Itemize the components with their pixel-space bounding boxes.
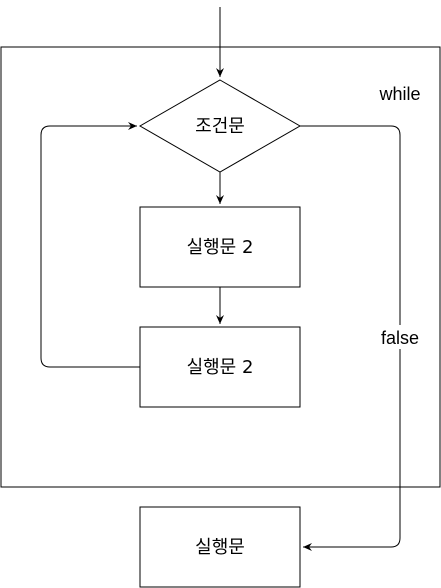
statement-2-label: 실행문 2 (187, 357, 254, 378)
statement-1-box (139, 206, 301, 288)
loop-back-arrow (40, 122, 140, 368)
while-label: while (378, 84, 420, 104)
false-label: false (381, 328, 419, 348)
false-label-background (378, 325, 424, 349)
after-loop-statement-label: 실행문 (195, 537, 245, 558)
statement-1-label: 실행문 2 (187, 237, 254, 258)
after-loop-statement-box (139, 506, 301, 588)
condition-label: 조건문 (195, 116, 245, 137)
